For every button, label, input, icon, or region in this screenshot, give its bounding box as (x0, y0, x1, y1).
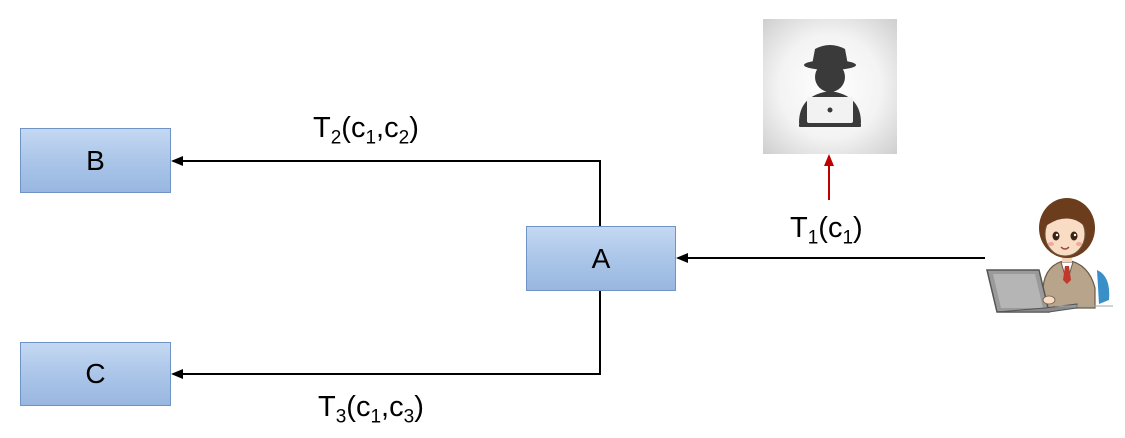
node-b: B (20, 128, 171, 193)
edge-label-t2: T2(c1,c2) (313, 112, 419, 149)
edge-a-to-c (171, 291, 601, 379)
node-b-label: B (86, 144, 105, 176)
user-at-laptop-icon (985, 192, 1115, 320)
node-a: A (526, 226, 676, 291)
hacker-icon (763, 19, 897, 154)
node-a-label: A (591, 242, 611, 274)
edge-label-t1: T1(c1) (790, 212, 863, 249)
node-c-label: C (85, 358, 106, 389)
edge-a-to-b (171, 156, 601, 226)
node-c: C (20, 342, 171, 406)
edge-label-t3: T3(c1,c3) (318, 391, 424, 428)
